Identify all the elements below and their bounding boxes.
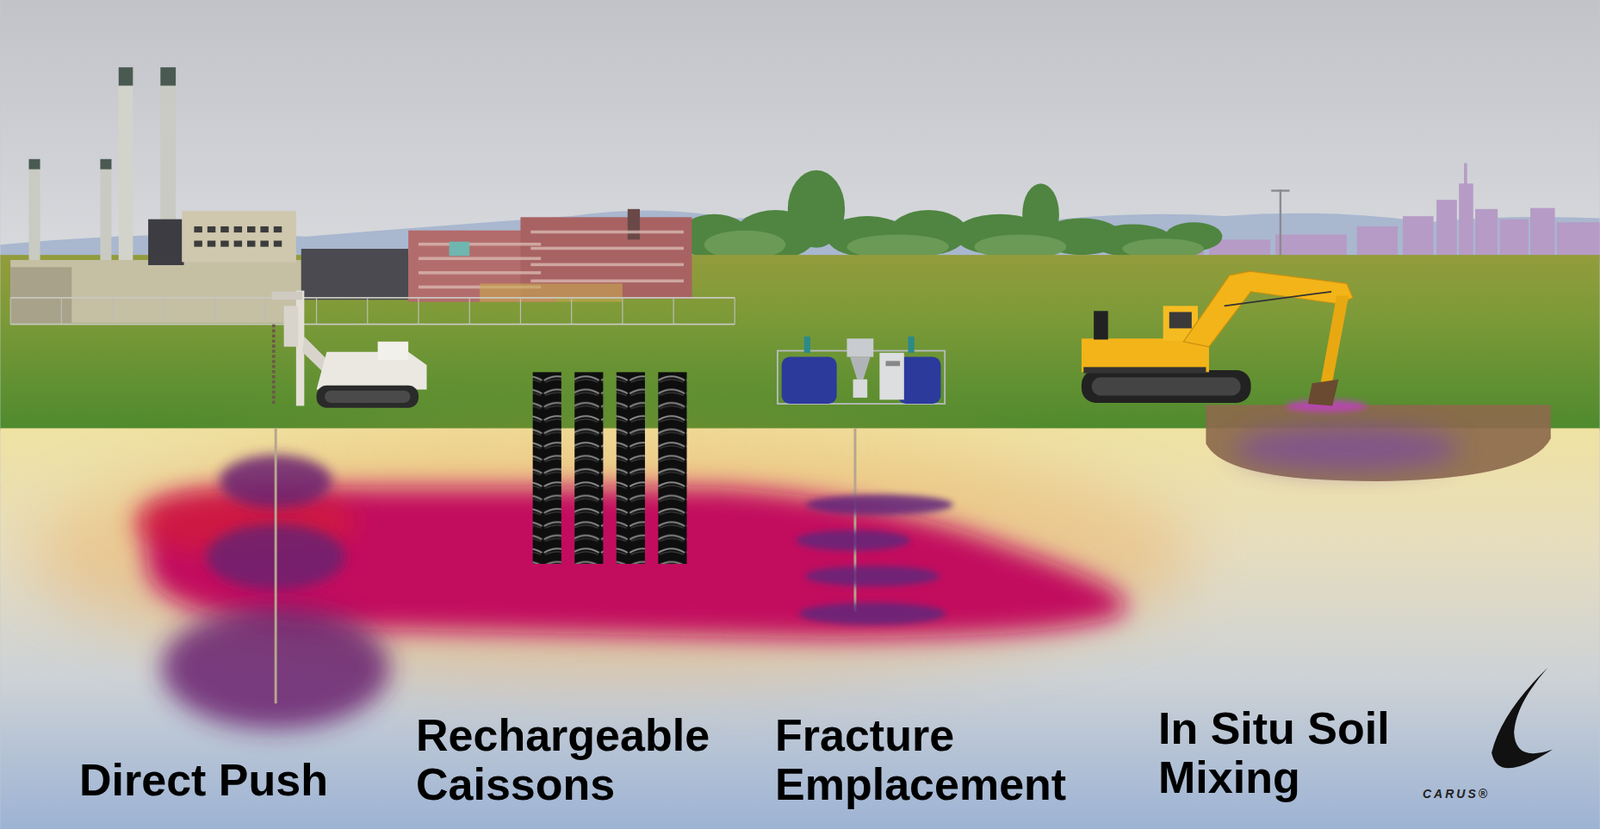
logo-swoosh — [1491, 668, 1553, 769]
method-label: Rechargeable Caissons — [415, 711, 761, 810]
method-label: Direct Push — [79, 756, 329, 806]
method-label: In Situ Soil Mixing — [1158, 704, 1456, 803]
method-label: Fracture Emplacement — [775, 711, 1107, 810]
logo-wordmark: CARUS® — [1422, 787, 1490, 801]
